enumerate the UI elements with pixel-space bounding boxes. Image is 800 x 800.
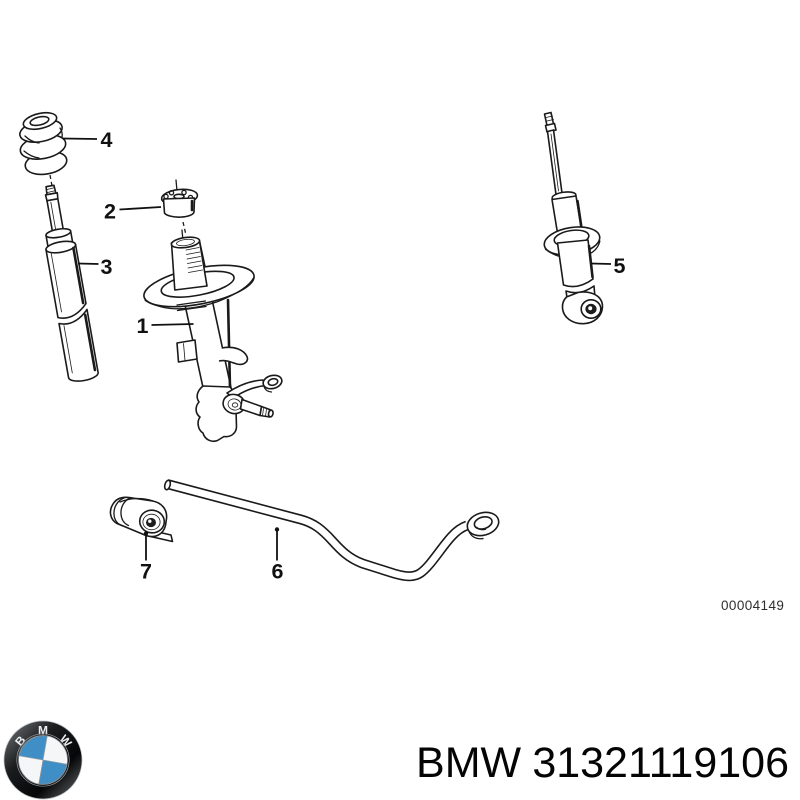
part-6-stabilizer-bar-drawing <box>163 479 500 582</box>
part-3-shock-cartridge-drawing <box>44 184 99 382</box>
callout-5-label: 5 <box>614 254 626 278</box>
part-7-stabilizer-bushing-drawing <box>109 496 174 543</box>
drawing-number: 00004149 <box>721 598 785 613</box>
part-2-support-bearing-drawing <box>160 179 199 236</box>
part-number-text: 31321119106 <box>532 739 789 787</box>
logo-letter-m: M <box>38 724 48 738</box>
callout-6-label: 6 <box>272 560 284 584</box>
brand-text: BMW <box>416 739 522 787</box>
bmw-logo: B M W <box>3 720 83 800</box>
callout-7-label: 7 <box>140 560 152 584</box>
callout-2-label: 2 <box>104 200 116 224</box>
callout-3-label: 3 <box>101 255 113 279</box>
part-5-rear-shock-drawing <box>543 111 604 325</box>
part-code: BMW 31321119106 <box>416 742 789 785</box>
part-1-front-strut-drawing <box>143 229 283 443</box>
callout-4-label: 4 <box>101 128 113 152</box>
bmw-roundel: B M W <box>3 720 83 800</box>
part-4-bump-stop-drawing <box>19 111 68 187</box>
roundel-quadrants <box>19 735 67 785</box>
callout-1-label: 1 <box>137 314 149 338</box>
callout-leaders <box>62 137 612 561</box>
